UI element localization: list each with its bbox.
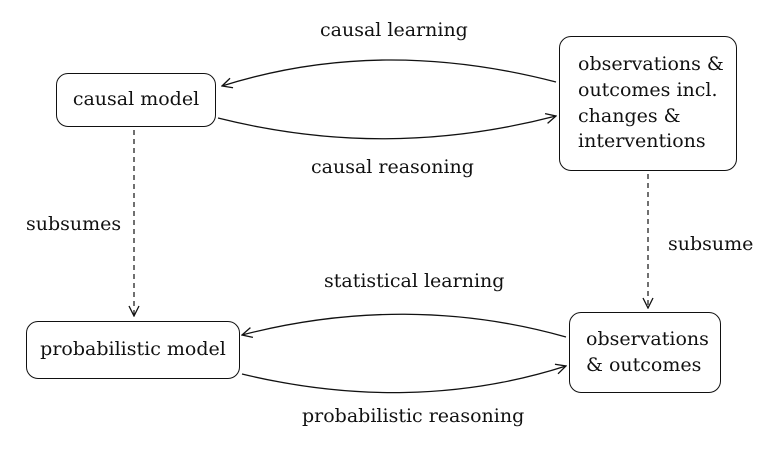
label-subsume: subsume [668, 233, 754, 255]
arrow-statistical-learning [242, 313, 567, 337]
node-observations-interventions: observations & outcomes incl. changes & … [559, 36, 737, 171]
node-probabilistic-model: probabilistic model [26, 321, 240, 379]
node-probabilistic-model-label: probabilistic model [40, 338, 226, 361]
node-observations-outcomes-label: observations & outcomes [586, 327, 709, 376]
arrow-probabilistic-reasoning [241, 366, 566, 394]
label-subsumes: subsumes [26, 213, 122, 235]
node-observations-interventions-label: observations & outcomes incl. changes & … [578, 53, 724, 153]
node-causal-model: causal model [56, 73, 216, 127]
label-causal-learning: causal learning [320, 19, 468, 41]
label-causal-reasoning: causal reasoning [311, 156, 474, 178]
arrow-causal-learning [222, 59, 557, 86]
node-observations-outcomes: observations & outcomes [569, 312, 721, 393]
label-probabilistic-reasoning: probabilistic reasoning [302, 405, 525, 427]
node-causal-model-label: causal model [72, 88, 200, 111]
label-statistical-learning: statistical learning [324, 270, 505, 292]
arrow-causal-reasoning [217, 116, 556, 140]
